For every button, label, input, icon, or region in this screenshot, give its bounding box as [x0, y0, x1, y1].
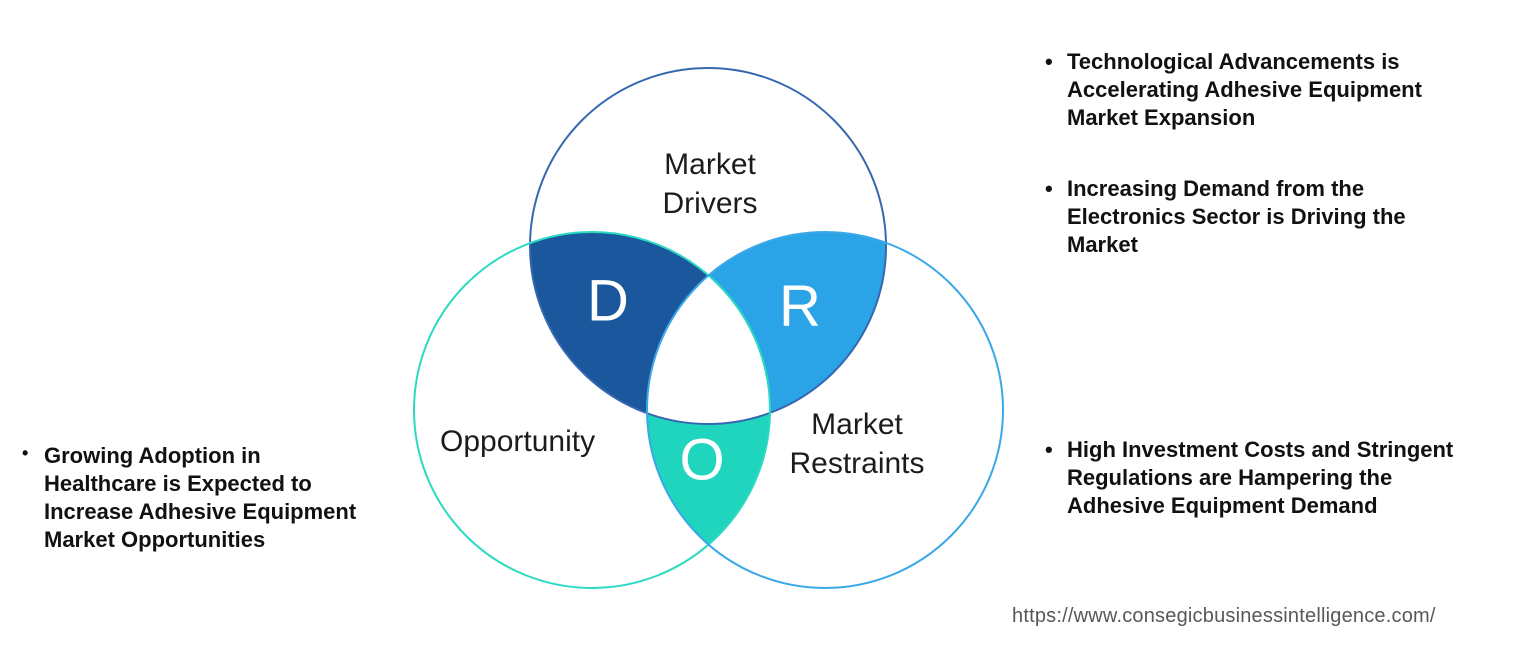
driver-note-2: • Increasing Demand from the Electronics… — [1045, 175, 1475, 259]
opportunity-letter: O — [679, 427, 725, 493]
bullet-icon: • — [22, 443, 29, 463]
dro-venn-diagram: Market Drivers Opportunity Market Restra… — [400, 50, 1020, 610]
source-url: https://www.consegicbusinessintelligence… — [1012, 605, 1436, 627]
restraints-letter: R — [779, 273, 821, 339]
drivers-label: Market Drivers — [662, 148, 758, 220]
restraints-label: Market Restraints — [789, 408, 925, 480]
drivers-letter: D — [587, 268, 629, 334]
bullet-icon: • — [1045, 437, 1053, 462]
opportunity-note-text: Growing Adoption in Healthcare is Expect… — [44, 443, 357, 552]
bullet-icon: • — [1045, 176, 1053, 201]
restraints-circle-outline — [646, 231, 1004, 589]
opportunity-circle-outline — [413, 231, 771, 589]
venn-circles-graphic — [413, 67, 1004, 589]
opportunity-label: Opportunity — [440, 425, 596, 458]
triple-intersection — [647, 232, 770, 424]
opportunity-note: • Growing Adoption in Healthcare is Expe… — [22, 442, 392, 554]
restraint-note: • High Investment Costs and Stringent Re… — [1045, 436, 1485, 520]
bullet-icon: • — [1045, 49, 1053, 74]
restraint-note-text: High Investment Costs and Stringent Regu… — [1067, 437, 1454, 518]
driver-note-1: • Technological Advancements is Accelera… — [1045, 48, 1475, 132]
driver-note-1-text: Technological Advancements is Accelerati… — [1067, 49, 1422, 130]
driver-note-2-text: Increasing Demand from the Electronics S… — [1067, 176, 1406, 257]
drivers-circle-outline — [529, 67, 887, 425]
